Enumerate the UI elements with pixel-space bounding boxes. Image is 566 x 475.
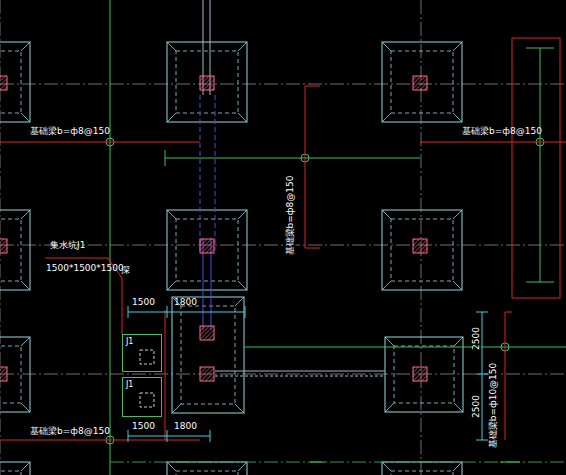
drawing-line (476, 374, 488, 375)
pile-cap (167, 462, 247, 475)
drawing-line (305, 86, 320, 87)
drawing-line (476, 312, 488, 313)
column (200, 239, 214, 253)
pile-cap (382, 42, 462, 122)
sump-box: J1 (122, 334, 162, 372)
beam-line (0, 142, 200, 143)
sump-symbol (140, 393, 154, 407)
beam-line (0, 440, 200, 441)
drawing-line (526, 48, 554, 49)
plan-label: 基础梁b=ф8@150 (286, 175, 295, 255)
plan-label: 深 (121, 266, 130, 275)
drawing-line (215, 376, 385, 377)
drawing-line (500, 462, 520, 463)
beam-line (305, 86, 306, 248)
beam-line (420, 142, 566, 143)
pile-cap (172, 297, 244, 413)
sump-label: J1 (123, 335, 161, 348)
drawing-line (165, 150, 166, 166)
drawing-line (128, 430, 129, 442)
plan-label: 2500 (472, 395, 481, 418)
column (413, 76, 427, 90)
drawing-line (200, 95, 201, 250)
drawing-line (476, 440, 488, 441)
plan-label: 2500 (472, 327, 481, 350)
column (0, 239, 7, 253)
column (413, 367, 427, 381)
column (413, 239, 427, 253)
column (200, 367, 214, 381)
plan-label: 1500 (132, 298, 155, 307)
drawing-line (215, 95, 216, 250)
drawing-line (110, 462, 566, 463)
pile-cap (0, 210, 30, 290)
beam-line (505, 312, 506, 440)
pile-cap (167, 42, 247, 122)
axis-line (540, 48, 541, 282)
drawing-line (167, 430, 168, 442)
plan-label: 基础梁b=ф10@150 (490, 362, 499, 448)
dimension-line (128, 436, 210, 437)
pile-cap (0, 42, 30, 122)
drawing-line (505, 312, 512, 313)
pile-cap (382, 210, 462, 290)
column (0, 367, 7, 381)
axis-line (165, 158, 420, 159)
sump-symbol (140, 350, 154, 364)
dimension-line (128, 312, 245, 313)
dimension-line (482, 312, 483, 440)
drawing-line (310, 462, 325, 463)
highlight-frame (512, 38, 560, 298)
pile-cap (0, 462, 30, 475)
drawing-line (305, 248, 320, 249)
sump-box: J1 (122, 377, 162, 417)
plan-label: 基础梁b=ф8@150 (30, 427, 110, 436)
drawing-line (526, 282, 554, 283)
axis-line (245, 347, 566, 348)
pile-cap (0, 337, 30, 412)
drawing-line (45, 258, 108, 259)
plan-label: 1800 (174, 298, 197, 307)
column (200, 326, 214, 340)
drawing-line (122, 278, 123, 335)
plan-label: 1500*1500*1500 (46, 264, 124, 273)
drawing-line (215, 371, 385, 372)
column (0, 76, 7, 90)
pile-cap (382, 462, 462, 475)
plan-label: 基础梁b=ф8@150 (30, 127, 110, 136)
column (200, 76, 214, 90)
drawing-line (167, 306, 168, 318)
drawing-line (210, 430, 211, 442)
plan-label: 基础梁b=ф8@150 (462, 127, 542, 136)
sump-label: J1 (123, 378, 161, 391)
plan-label: 1500 (132, 422, 155, 431)
drawing-line (128, 306, 129, 318)
drawing-line (165, 310, 166, 440)
axis-line (110, 0, 111, 475)
plan-label: 1800 (174, 422, 197, 431)
plan-label: 集水坑J1 (50, 241, 85, 250)
drawing-line (245, 306, 246, 318)
pile-cap (167, 210, 247, 290)
pile-cap (385, 337, 463, 412)
